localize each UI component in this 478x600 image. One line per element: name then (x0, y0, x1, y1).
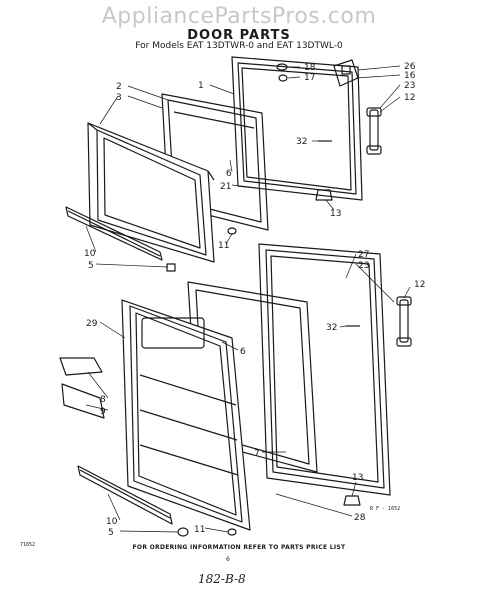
callout-12-bottom: 12 (414, 280, 425, 290)
callout-labels: 1 18 17 26 16 23 12 2 3 32 6 21 13 11 10… (84, 62, 425, 538)
left-margin-code: 71652 (20, 542, 36, 548)
callout-6-top: 6 (226, 169, 232, 179)
fresh-food-door-gasket (258, 243, 391, 496)
fresh-food-door-panel (121, 299, 251, 531)
callout-32-bottom: 32 (326, 323, 337, 333)
callout-29: 29 (86, 319, 98, 329)
butter-compartment-door (59, 357, 103, 376)
watermark: AppliancePartsPros.com (101, 4, 377, 29)
page-number: 6 (226, 556, 230, 563)
screw-11-top (227, 227, 237, 235)
callout-28: 28 (354, 513, 366, 523)
callout-18: 18 (304, 63, 316, 73)
callout-27: 27 (358, 250, 369, 260)
freezer-door-panel (87, 122, 215, 263)
callout-10-top: 10 (84, 249, 96, 259)
handwritten-note: 182-B-8 (198, 572, 246, 586)
diagram-title: DOOR PARTS (187, 28, 291, 43)
callout-2: 2 (116, 82, 122, 92)
diagram-subtitle: For Models EAT 13DTWR-0 and EAT 13DTWL-0 (135, 41, 343, 51)
callout-32-top: 32 (296, 137, 307, 147)
callout-6-bottom: 6 (240, 347, 246, 357)
callout-5-bottom: 5 (108, 528, 114, 538)
figure-code: R F - 1652 (370, 506, 401, 512)
callout-13-top: 13 (330, 209, 341, 219)
callout-21: 21 (220, 182, 231, 192)
callout-17: 17 (304, 73, 315, 83)
callout-12-top: 12 (404, 93, 415, 103)
bar-clip-5-lower (177, 527, 189, 537)
fresh-food-handle (396, 296, 412, 347)
freezer-door-bar (65, 206, 163, 261)
freezer-bar-clip (166, 263, 176, 272)
callout-7: 7 (254, 449, 260, 459)
stop-13-bottom (343, 495, 361, 506)
butter-compartment (61, 383, 105, 419)
leader-lines (85, 65, 411, 533)
callout-11-bottom: 11 (194, 525, 205, 535)
callout-11-top: 11 (218, 241, 229, 251)
callout-1: 1 (198, 81, 204, 91)
screw-17 (278, 74, 288, 82)
stop-13-top (315, 189, 333, 201)
callout-3: 3 (116, 93, 122, 103)
callout-26: 26 (404, 62, 416, 72)
fresh-food-door-bar (77, 465, 173, 525)
freezer-handle (366, 107, 382, 155)
callout-16: 16 (404, 71, 416, 81)
callout-13-bottom: 13 (352, 473, 363, 483)
hinge-plate (333, 59, 359, 87)
callout-8: 8 (100, 395, 106, 405)
callout-23-bottom: 23 (358, 261, 369, 271)
callout-23-top: 23 (404, 81, 415, 91)
freezer-door-gasket (231, 56, 363, 201)
callout-10-bottom: 10 (106, 517, 118, 527)
screw-11-bottom (227, 528, 237, 536)
callout-9: 9 (100, 407, 106, 417)
ordering-note: FOR ORDERING INFORMATION REFER TO PARTS … (132, 544, 346, 551)
callout-5-top: 5 (88, 261, 94, 271)
